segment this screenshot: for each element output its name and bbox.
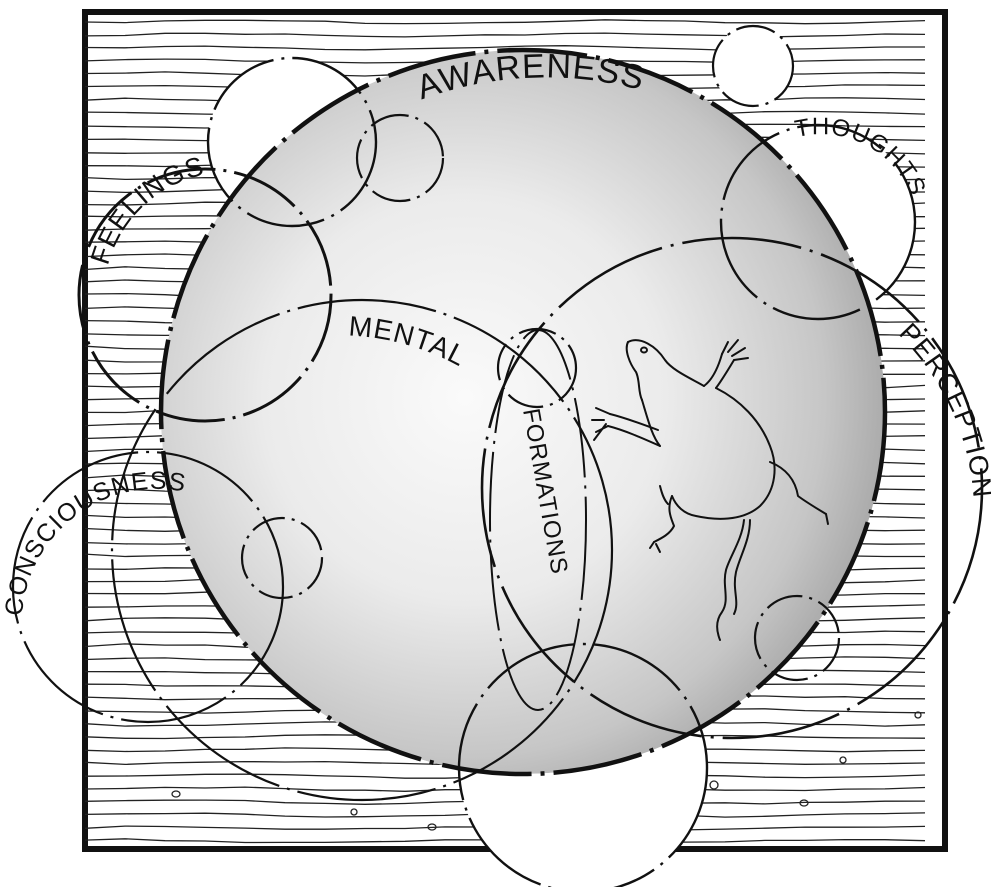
awareness-diagram: AWARENESS THOUGHTS FEELINGS MENTAL PERCE… (0, 0, 991, 887)
